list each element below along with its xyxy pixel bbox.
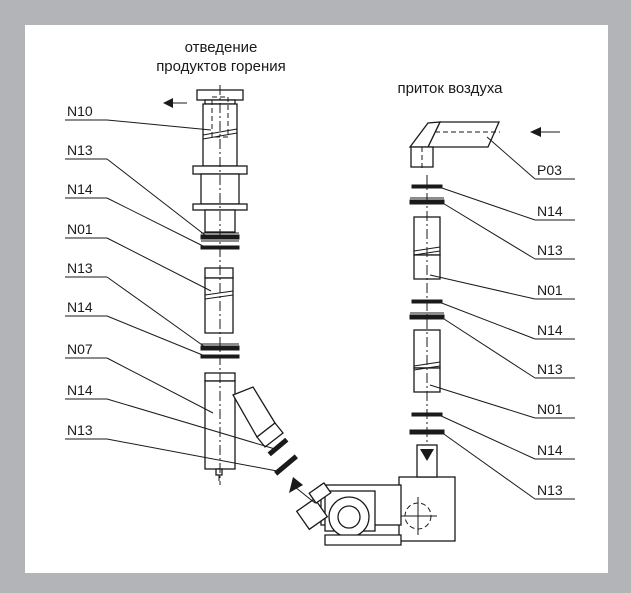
intake-column <box>408 121 500 457</box>
intake-down-arrow <box>420 449 434 461</box>
label-right-9: N13 <box>537 482 563 498</box>
exhaust-column <box>192 85 298 485</box>
label-right-4: N01 <box>537 282 563 298</box>
label-left-3: N14 <box>67 181 93 197</box>
label-right-6: N13 <box>537 361 563 377</box>
label-right-3: N13 <box>537 242 563 258</box>
label-right-8: N14 <box>537 442 563 458</box>
exhaust-caption-line2: продуктов горения <box>156 58 286 75</box>
label-left-1: N10 <box>67 103 93 119</box>
label-left-4: N01 <box>67 221 93 237</box>
diagram-panel: отведение продуктов горения приток возду… <box>25 25 608 573</box>
label-left-6: N14 <box>67 299 93 315</box>
label-left-2: N13 <box>67 142 93 158</box>
exhaust-up-arrow <box>289 477 303 493</box>
intake-caption: приток воздуха <box>397 80 503 97</box>
right-callouts: P03 N14 N13 N01 N14 N13 N01 N14 N13 <box>429 136 575 500</box>
label-right-5: N14 <box>537 322 563 338</box>
label-left-8: N14 <box>67 382 93 398</box>
label-left-7: N07 <box>67 341 93 357</box>
label-left-9: N13 <box>67 422 93 438</box>
label-right-2: N14 <box>537 203 563 219</box>
exhaust-caption-line1: отведение <box>185 39 258 56</box>
label-right-1: P03 <box>537 162 562 178</box>
flue-assembly-diagram: отведение продуктов горения приток возду… <box>65 39 575 546</box>
label-left-5: N13 <box>67 260 93 276</box>
boiler-unit <box>289 444 456 546</box>
exhaust-flow-arrow <box>163 98 187 108</box>
left-callouts: N10 N13 N14 N01 N13 N14 N07 N14 N13 <box>65 103 278 472</box>
intake-flow-arrow <box>530 127 560 137</box>
label-right-7: N01 <box>537 401 563 417</box>
